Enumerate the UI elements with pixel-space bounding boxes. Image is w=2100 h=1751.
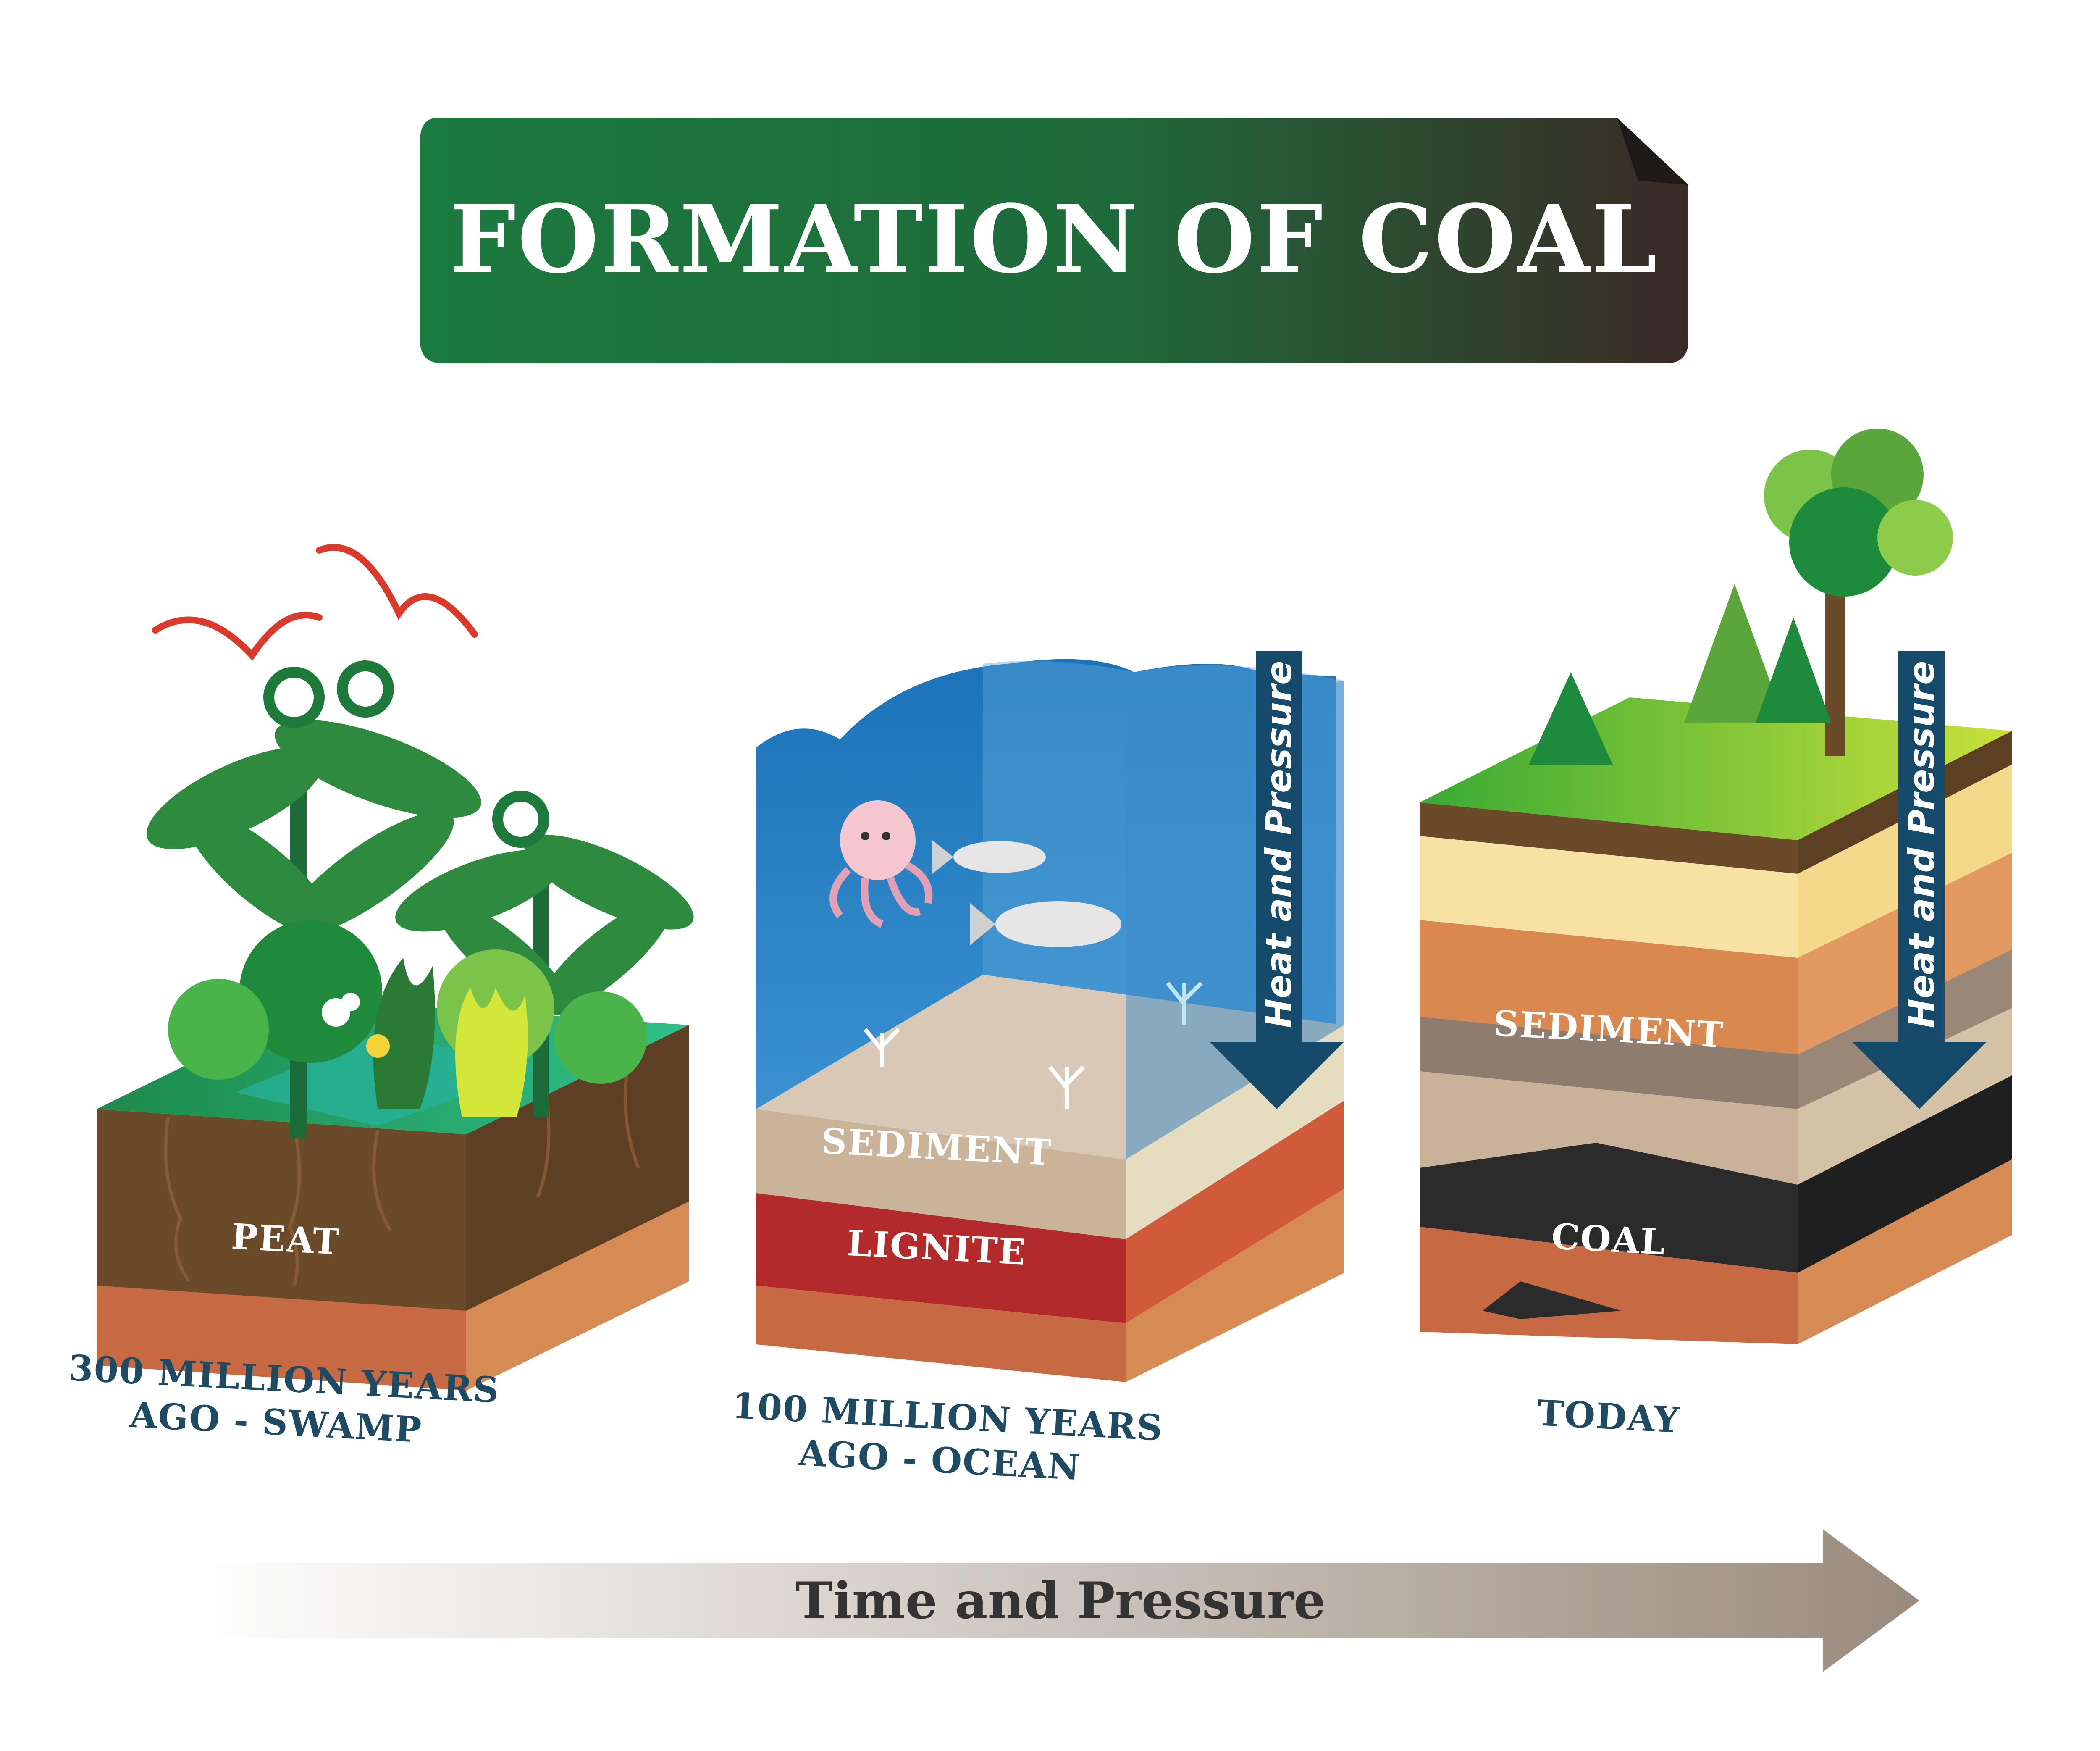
- bird-icon: [152, 544, 478, 661]
- bush-icon: [168, 920, 647, 1117]
- coral-icon: [864, 981, 1203, 1109]
- layer-label-peat: PEAT: [230, 1215, 341, 1263]
- octopus-icon: [830, 800, 933, 928]
- fish-icon: [932, 840, 1121, 947]
- timeline-label: Time and Pressure: [795, 1571, 1326, 1630]
- heat-pressure-label: Heat and Pressure: [1901, 660, 1942, 1028]
- heat-pressure-label: Heat and Pressure: [1258, 660, 1299, 1028]
- timeline-arrow: [193, 1529, 1919, 1672]
- title-banner: [420, 118, 1688, 363]
- arrow-icon: [1852, 651, 1987, 1109]
- arrow-icon: [1210, 651, 1344, 1109]
- tree-icon: [1529, 429, 1953, 765]
- page-title: FORMATION OF COAL: [449, 185, 1659, 294]
- ocean-block: [756, 659, 1344, 1382]
